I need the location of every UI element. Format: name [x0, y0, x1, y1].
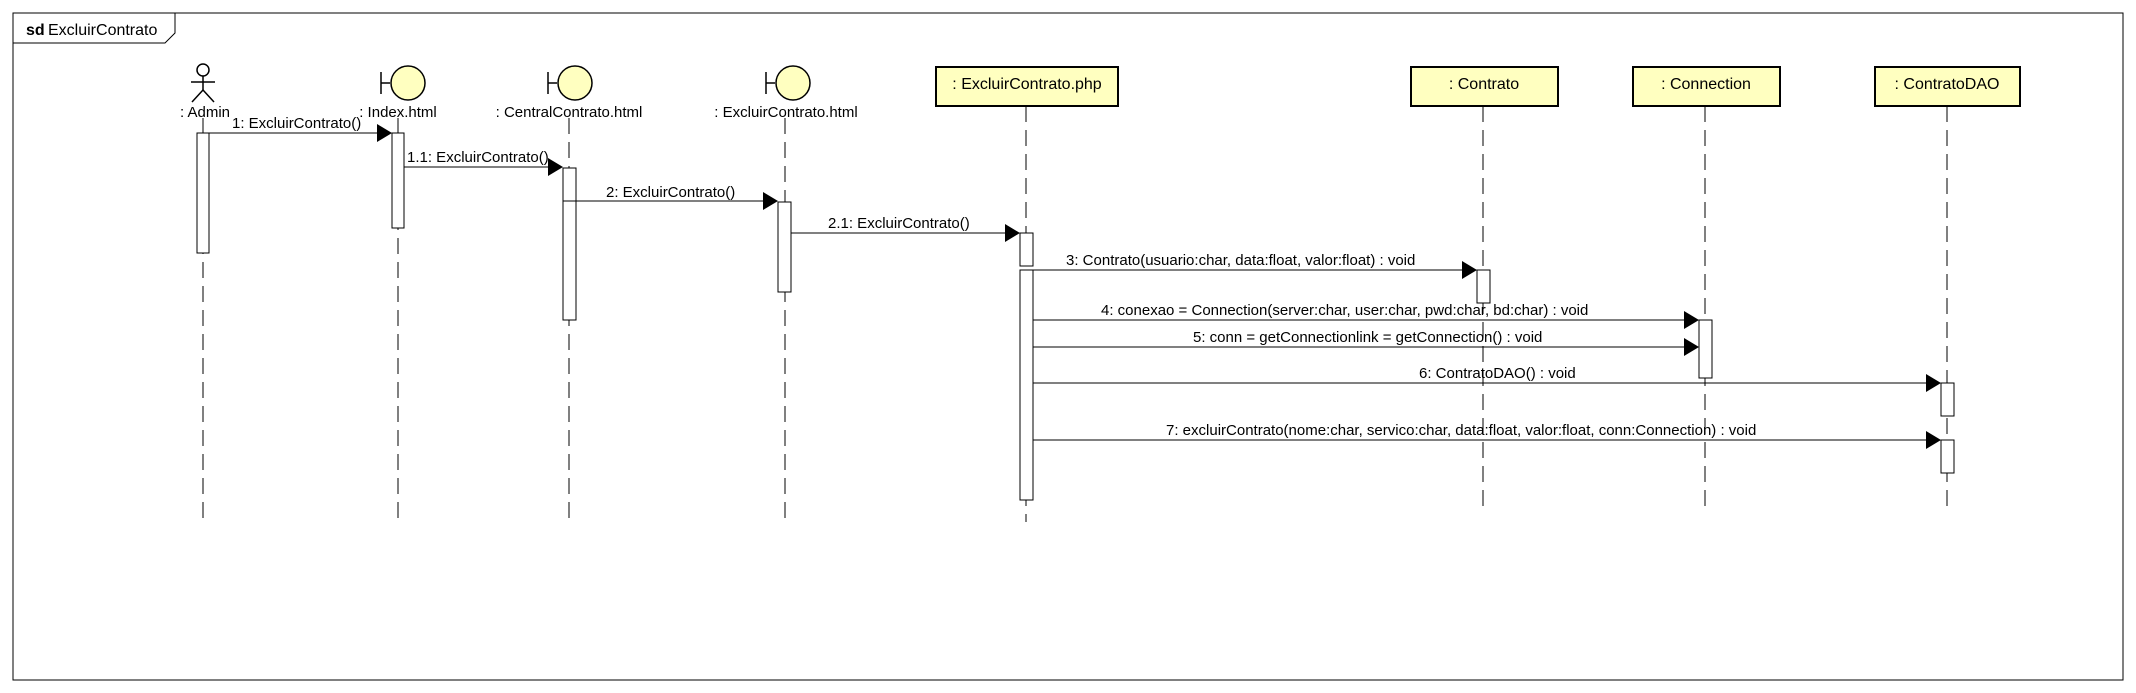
activation-bar — [1940, 439, 1955, 474]
message-label: 1: ExcluirContrato() — [232, 115, 361, 132]
message-label: 6: ContratoDAO() : void — [1419, 365, 1576, 382]
participant-excluirphp: : ExcluirContrato.php — [935, 66, 1119, 107]
participant-connection: : Connection — [1632, 66, 1781, 107]
activation-bar — [391, 132, 405, 229]
boundary-icon — [765, 65, 811, 101]
participant-central: : CentralContrato.html — [496, 65, 643, 121]
message-label: 5: conn = getConnectionlink = getConnect… — [1193, 329, 1542, 346]
message-7: 7: excluirContrato(nome:char, servico:ch… — [1033, 422, 1941, 449]
participant-label-excluirphp: : ExcluirContrato.php — [952, 76, 1102, 93]
message-label: 1.1: ExcluirContrato() — [407, 149, 549, 166]
arrowhead — [1926, 374, 1941, 392]
arrowhead — [1005, 224, 1020, 242]
boundary-icon — [380, 65, 426, 101]
participant-label-central: : CentralContrato.html — [496, 104, 643, 121]
message-label: 2.1: ExcluirContrato() — [828, 215, 970, 232]
participant-contrato: : Contrato — [1410, 66, 1559, 107]
activation-bar — [777, 201, 792, 293]
message-2-1: 2.1: ExcluirContrato() — [791, 215, 1020, 242]
arrowhead — [1684, 338, 1699, 356]
arrowhead — [763, 192, 778, 210]
participant-admin: : Admin — [180, 63, 230, 121]
activation-bar — [1019, 232, 1034, 267]
activation-bar — [1019, 269, 1034, 501]
activation-bar — [562, 167, 577, 321]
participant-label-index: : Index.html — [359, 104, 437, 121]
participant-excluirhtml: : ExcluirContrato.html — [714, 65, 858, 121]
actor-icon — [191, 63, 215, 103]
message-4: 4: conexao = Connection(server:char, use… — [1033, 302, 1699, 329]
participant-label-contratodao: : ContratoDAO — [1895, 76, 2000, 93]
message-label: 2: ExcluirContrato() — [606, 184, 735, 201]
message-label: 4: conexao = Connection(server:char, use… — [1101, 302, 1588, 319]
frame-keyword: sd — [26, 22, 45, 39]
message-3: 3: Contrato(usuario:char, data:float, va… — [1033, 252, 1477, 279]
message-1: 1: ExcluirContrato() — [209, 115, 392, 142]
participant-label-admin: : Admin — [180, 104, 230, 121]
messages: 1: ExcluirContrato() 1.1: ExcluirContrat… — [209, 115, 1941, 449]
arrowhead — [1462, 261, 1477, 279]
activation-bar — [196, 132, 210, 254]
participant-label-contrato: : Contrato — [1449, 76, 1519, 93]
message-5: 5: conn = getConnectionlink = getConnect… — [1033, 329, 1699, 356]
frame-title: ExcluirContrato — [48, 22, 157, 39]
arrowhead — [1684, 311, 1699, 329]
participant-label-excluirhtml: : ExcluirContrato.html — [714, 104, 857, 121]
activation-bar — [1940, 382, 1955, 417]
activation-bar — [1698, 319, 1713, 379]
participant-contratodao: : ContratoDAO — [1874, 66, 2021, 107]
participant-index: : Index.html — [359, 65, 437, 121]
activations — [196, 132, 1955, 501]
participant-label-connection: : Connection — [1661, 76, 1751, 93]
message-label: 7: excluirContrato(nome:char, servico:ch… — [1166, 422, 1756, 439]
boundary-icon — [547, 65, 593, 101]
message-2: 2: ExcluirContrato() — [563, 184, 778, 210]
arrowhead — [377, 124, 392, 142]
message-label: 3: Contrato(usuario:char, data:float, va… — [1066, 252, 1415, 269]
activation-bar — [1476, 269, 1491, 304]
message-6: 6: ContratoDAO() : void — [1033, 365, 1941, 392]
arrowhead — [548, 158, 563, 176]
message-1-1: 1.1: ExcluirContrato() — [404, 149, 563, 176]
diagram-frame: sd ExcluirContrato — [12, 12, 2124, 681]
arrowhead — [1926, 431, 1941, 449]
